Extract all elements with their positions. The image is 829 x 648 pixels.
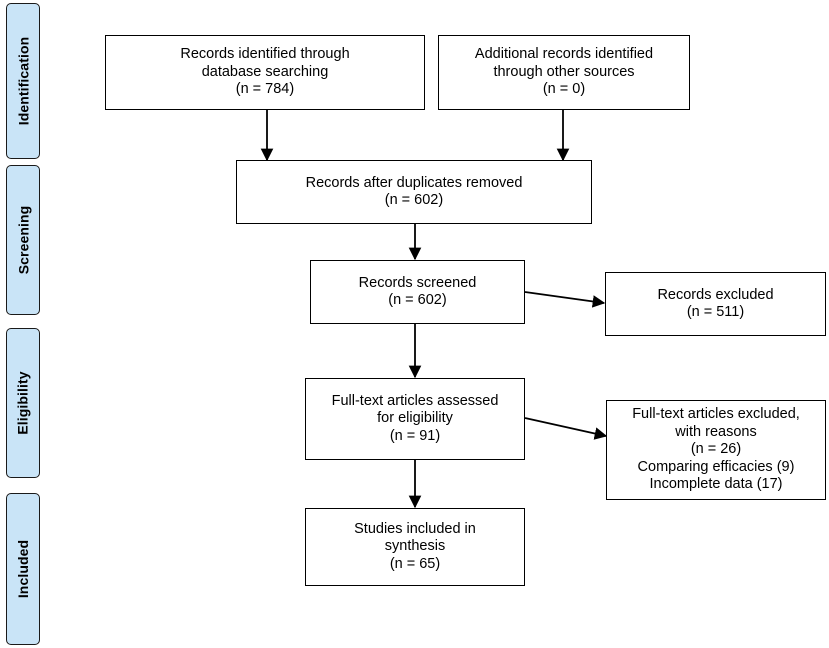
box-duplicates-removed: Records after duplicates removed (n = 60… — [236, 160, 592, 224]
box-database-records: Records identified through database sear… — [105, 35, 425, 110]
arrow-screened-to-excluded — [524, 291, 606, 308]
arrow-fulltext-to-excluded — [524, 417, 608, 440]
box-other-sources: Additional records identified through ot… — [438, 35, 690, 110]
box-records-excluded: Records excluded (n = 511) — [605, 272, 826, 336]
box-fulltext-excluded: Full-text articles excluded, with reason… — [606, 400, 826, 500]
stage-included: Included — [6, 493, 40, 645]
stage-identification: Identification — [6, 3, 40, 159]
box-records-screened: Records screened (n = 602) — [310, 260, 525, 324]
stage-screening: Screening — [6, 165, 40, 315]
stage-eligibility: Eligibility — [6, 328, 40, 478]
box-fulltext-assessed: Full-text articles assessed for eligibil… — [305, 378, 525, 460]
box-studies-included: Studies included in synthesis (n = 65) — [305, 508, 525, 586]
